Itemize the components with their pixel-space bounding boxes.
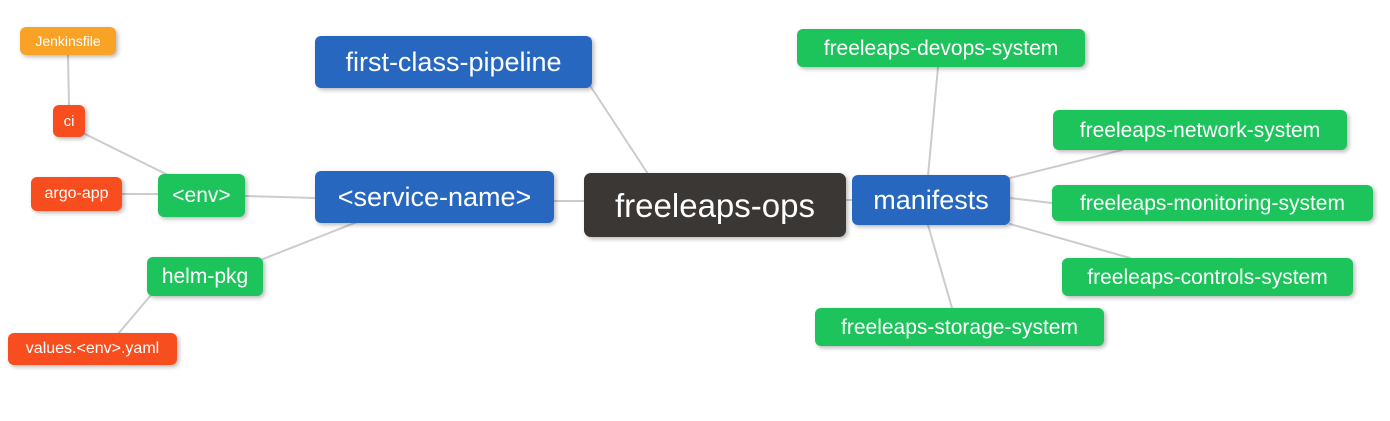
node-freeleaps-ops[interactable]: freeleaps-ops [584,173,846,237]
node-freeleaps-storage-system[interactable]: freeleaps-storage-system [815,308,1104,346]
node-manifests[interactable]: manifests [852,175,1010,225]
node-jenkinsfile[interactable]: Jenkinsfile [20,27,116,55]
node-service-name[interactable]: <service-name> [315,171,554,223]
node-ci[interactable]: ci [53,105,85,137]
connector-manifests-network [1009,149,1123,179]
node-helm-pkg[interactable]: helm-pkg [147,257,263,296]
connector-helm-pkg-values [117,294,152,335]
connector-manifests-storage [927,224,953,309]
connector-ci-env [84,133,171,177]
connector-jenkinsfile-ci [67,54,70,108]
connector-pipeline-ops [590,86,649,175]
node-freeleaps-monitoring-system[interactable]: freeleaps-monitoring-system [1052,185,1373,221]
node-freeleaps-network-system[interactable]: freeleaps-network-system [1053,110,1347,150]
node-env[interactable]: <env> [158,174,245,217]
connector-service-name-helm-pkg [262,221,358,260]
node-freeleaps-devops-system[interactable]: freeleaps-devops-system [797,29,1085,67]
connector-env-service-name [244,195,316,199]
node-first-class-pipeline[interactable]: first-class-pipeline [315,36,592,88]
connector-manifests-devops [927,66,939,177]
node-freeleaps-controls-system[interactable]: freeleaps-controls-system [1062,258,1353,296]
node-argo-app[interactable]: argo-app [31,177,122,211]
node-values-env-yaml[interactable]: values.<env>.yaml [8,333,177,365]
connector-manifests-controls [1009,223,1131,259]
connector-manifests-monitoring [1009,197,1053,204]
